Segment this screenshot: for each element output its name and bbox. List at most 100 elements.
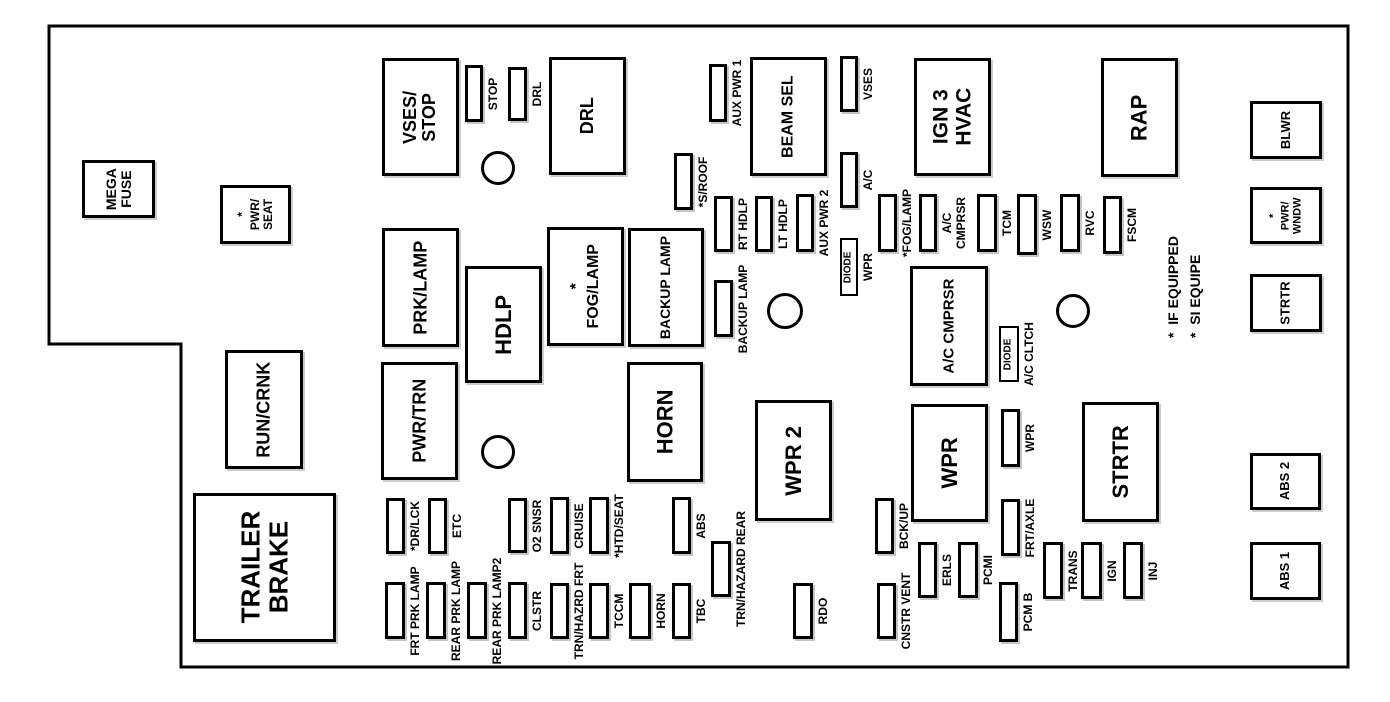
drl-fuse-fuse-label: DRL [530, 81, 545, 107]
abs-1-box: ABS 1 [1250, 542, 1321, 600]
clstr-fuse-label: CLSTR [530, 590, 545, 631]
rear-prk-lamp-fuse-label: REAR PRK LAMP [449, 560, 464, 661]
aux-pwr-1-fuse [709, 64, 727, 122]
dr-lck-fuse-label: *DR/LCK [408, 501, 423, 551]
run-crnk-box: RUN/CRNK [225, 350, 303, 469]
abs-2-box-label: ABS 2 [1277, 462, 1293, 501]
vses-stop-box-label: VSES/ STOP [400, 90, 440, 144]
wpr-2-box-label: WPR 2 [780, 425, 806, 496]
wpr-fuse-fuse-label: WPR [1023, 424, 1038, 452]
trailer-brake-box: TRAILER BRAKE [193, 493, 336, 642]
inj-fuse-label: INJ [1146, 561, 1161, 580]
tcm-fuse [977, 194, 997, 252]
strtr-box: STRTR [1250, 274, 1322, 332]
rear-prk-lamp-fuse [426, 582, 446, 639]
tcm-fuse-label: TCM [1000, 210, 1015, 236]
htd-seat-fuse-label: *HTD/SEAT [612, 493, 627, 558]
mega-fuse-box: MEGA FUSE [82, 160, 155, 218]
trn-hazard-rear-fuse-label: TRN/HAZARD REAR [734, 511, 749, 627]
mounting-hole-4 [1056, 294, 1090, 328]
drl-relay-box: DRL [549, 57, 626, 175]
wsw-fuse [1017, 194, 1037, 255]
s-roof-fuse [674, 153, 693, 210]
ign3-hvac-box: IGN 3 HVAC [914, 58, 991, 176]
dr-lck-fuse [386, 498, 405, 554]
pwr-trn-box: PWR/TRN [381, 362, 458, 480]
ac-cmprsr-relay-box: A/C CMPRSR [910, 266, 988, 386]
rvc-fuse [1060, 194, 1080, 252]
frt-prk-lamp-fuse-label: FRT PRK LAMP [408, 565, 423, 656]
if-equipped-note: * IF EQUIPPED * SI EQUIPE [1165, 236, 1203, 338]
trn-hazard-rear-fuse [711, 541, 731, 597]
wsw-fuse-label: WSW [1040, 209, 1055, 240]
cnstr-vent-fuse [877, 583, 896, 639]
aux-pwr-1-fuse-label: AUX PWR 1 [730, 59, 745, 127]
ign3-hvac-box-label: IGN 3 HVAC [928, 88, 975, 146]
drl-fuse-fuse [508, 67, 527, 121]
diode-ac-cltch: DIODE [999, 326, 1019, 382]
beam-sel-box: BEAM SEL [750, 57, 827, 176]
bck-up-fuse [875, 498, 894, 554]
inj-fuse [1123, 542, 1143, 599]
pcm-b-fuse [999, 582, 1018, 642]
aux-pwr-2-fuse [796, 194, 814, 252]
drl-relay-box-label: DRL [576, 97, 597, 135]
horn-relay-box-label: HORN [652, 389, 678, 455]
pwr-wndw-box-label: * PWR/ WNDW [1267, 197, 1303, 234]
blwr-box-label: BLWR [1277, 110, 1293, 150]
trn-hazrd-frt-fuse [550, 583, 569, 639]
mounting-hole-2 [481, 435, 515, 469]
pwr-seat-box-label: * PWR/ SEAT [235, 198, 275, 231]
pwr-wndw-box: * PWR/ WNDW [1250, 187, 1322, 244]
fscm-fuse-label: FSCM [1125, 208, 1140, 242]
wpr-relay-box-label: WPR [936, 437, 962, 489]
ac-cmprsr-fuse-fuse [919, 194, 937, 252]
tbc-fuse [672, 583, 691, 639]
bck-up-fuse-label: BCK/UP [897, 502, 912, 550]
mounting-hole-1 [481, 151, 515, 185]
rap-box: RAP [1101, 58, 1178, 177]
lt-hdlp-fuse [755, 196, 773, 252]
horn-fuse-fuse-label: HORN [654, 593, 669, 629]
prk-lamp-box: PRK/LAMP [382, 228, 459, 347]
pwr-seat-box: * PWR/ SEAT [220, 185, 291, 244]
erls-fuse [918, 542, 937, 598]
backup-lamp-fuse-fuse [714, 280, 733, 337]
trailer-brake-box-label: TRAILER BRAKE [235, 511, 294, 624]
frt-axle-fuse [1001, 499, 1020, 556]
cruise-fuse [550, 497, 569, 554]
hdlp-box-label: HDLP [490, 294, 516, 355]
cruise-fuse-label: CRUISE [572, 502, 587, 549]
rt-hdlp-fuse-label: RT HDLP [736, 198, 751, 250]
strtr-relay-box-label: STRTR [1107, 425, 1133, 499]
ac-cmprsr-relay-box-label: A/C CMPRSR [939, 278, 957, 374]
a-c-fuse-label: A/C [861, 169, 876, 191]
s-roof-fuse-label: *S/ROOF [696, 156, 711, 207]
pcm-b-fuse-label: PCM B [1021, 592, 1036, 632]
backup-lamp-relay-box-label: BACKUP LAMP [657, 235, 674, 340]
vses-fuse-label: VSES [861, 67, 876, 101]
abs-fuse [672, 497, 691, 554]
beam-sel-box-label: BEAM SEL [779, 75, 797, 158]
fog-lamp-fuse-fuse-label: *FOG/LAMP [900, 189, 915, 257]
trans-fuse [1043, 542, 1063, 599]
rvc-fuse-label: RVC [1083, 210, 1098, 236]
lt-hdlp-fuse-label: LT HDLP [776, 199, 791, 249]
mounting-hole-3 [767, 293, 803, 329]
vses-stop-box: VSES/ STOP [382, 58, 459, 176]
rdo-fuse-label: RDO [816, 597, 831, 625]
abs-fuse-label: ABS [694, 512, 709, 539]
htd-seat-fuse [589, 497, 609, 554]
trn-hazrd-frt-fuse-label: TRN/HAZRD FRT [572, 562, 587, 660]
rdo-fuse [793, 583, 813, 639]
abs-1-box-label: ABS 1 [1277, 551, 1293, 591]
ign-fuse-label: IGN [1105, 559, 1120, 582]
fscm-fuse [1103, 196, 1122, 254]
horn-fuse-fuse [629, 583, 651, 639]
wpr-2-box: WPR 2 [755, 400, 832, 521]
o2-snsr-fuse-label: O2 SNSR [530, 499, 545, 552]
stop-fuse [465, 65, 483, 122]
fog-lamp-relay-box-label: * FOG/LAMP [568, 244, 603, 329]
rear-prk-lamp2-fuse-label: REAR PRK LAMP2 [490, 557, 505, 664]
